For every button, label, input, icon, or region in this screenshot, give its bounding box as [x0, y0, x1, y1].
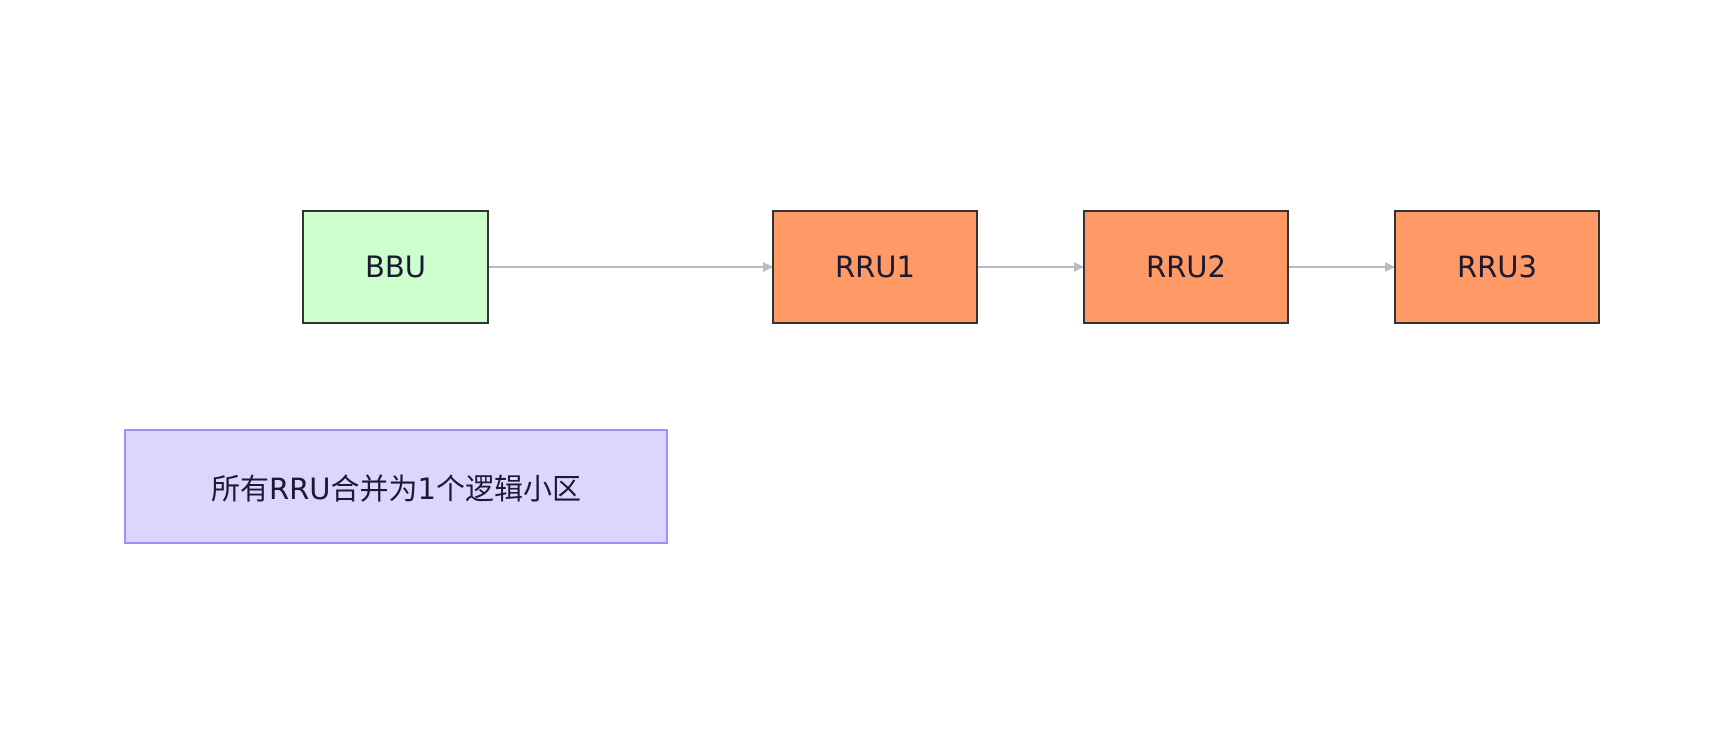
rru3-label: RRU3 — [1457, 250, 1537, 284]
rru1-node: RRU1 — [772, 210, 978, 324]
rru1-label: RRU1 — [835, 250, 915, 284]
rru3-node: RRU3 — [1394, 210, 1600, 324]
rru2-node: RRU2 — [1083, 210, 1289, 324]
note-box: 所有RRU合并为1个逻辑小区 — [124, 429, 668, 544]
note-label: 所有RRU合并为1个逻辑小区 — [211, 471, 581, 506]
bbu-node: BBU — [302, 210, 489, 324]
bbu-label: BBU — [364, 250, 427, 284]
rru2-label: RRU2 — [1146, 250, 1226, 284]
